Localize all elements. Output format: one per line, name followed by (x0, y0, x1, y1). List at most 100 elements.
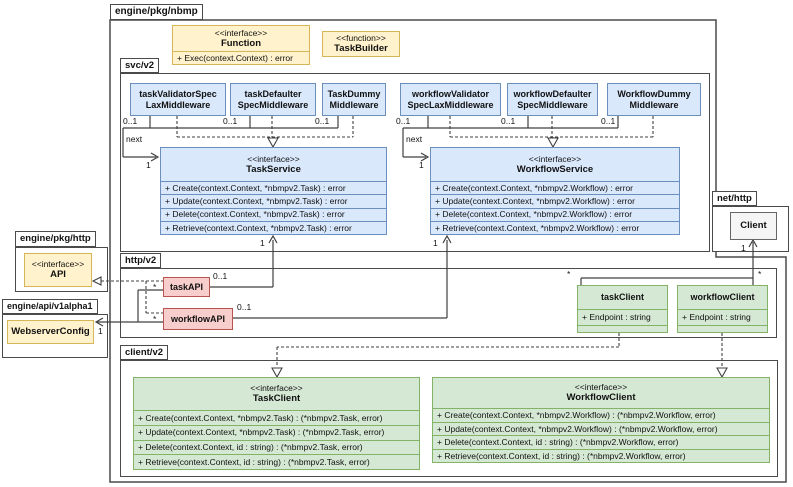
class-name-taskclient-struct: taskClient (600, 292, 644, 303)
multiplicity-1: 1 (146, 160, 151, 170)
class-task-dummy-middleware: TaskDummy Middleware (322, 83, 386, 116)
method-row: + Update(context.Context, *nbmpv2.Task) … (134, 424, 419, 440)
method-row: + Delete(context.Context, *nbmpv2.Workfl… (431, 207, 679, 221)
method-row: + Delete(context.Context, *nbmpv2.Task) … (161, 207, 386, 221)
stereotype-interface: <<interface>> (250, 383, 303, 394)
role-next: next (126, 134, 143, 144)
stereotype-interface: <<interface>> (214, 27, 268, 38)
multiplicity-1: 1 (98, 326, 103, 336)
mw-line: taskDefaulter (244, 88, 302, 99)
class-name-taskbuilder: TaskBuilder (334, 43, 388, 55)
method-row: + Delete(context.Context, id : string) :… (134, 439, 419, 455)
package-label-net-http: net/http (717, 192, 752, 204)
multiplicity-0-1: 0..1 (213, 271, 228, 281)
class-workflow-dummy-middleware: WorkflowDummy Middleware (607, 83, 701, 116)
package-tab-http-v2: http/v2 (120, 253, 162, 268)
method-row: + Create(context.Context, *nbmpv2.Task) … (134, 410, 419, 425)
package-tab-nbmp: engine/pkg/nbmp (110, 4, 203, 20)
class-workflow-validator-middleware: workflowValidator SpecLaxMiddleware (400, 83, 501, 116)
package-label-nbmp: engine/pkg/nbmp (115, 6, 198, 17)
multiplicity-0-1: 0..1 (223, 116, 238, 126)
class-name-taskservice: TaskService (246, 163, 301, 175)
package-label-client-v2: client/v2 (125, 346, 164, 358)
method-row: + Retrieve(context.Context, *nbmpv2.Task… (161, 220, 386, 234)
class-workflowapi: workflowAPI (163, 308, 233, 330)
class-workflowservice-header: <<interface>> WorkflowService (431, 148, 679, 181)
empty-compartment (678, 325, 767, 332)
mw-line: SpecMiddleware (517, 99, 588, 110)
class-name-function: Function (220, 37, 262, 49)
multiplicity-many: * (153, 314, 157, 324)
package-tab-engine-http: engine/pkg/http (15, 231, 96, 247)
multiplicity-0-1: 0..1 (396, 116, 411, 126)
class-task-validator-middleware: taskValidatorSpec LaxMiddleware (130, 83, 226, 116)
class-workflowclient-interface-header: <<interface>> WorkflowClient (433, 378, 769, 408)
stereotype-interface: <<interface>> (31, 259, 85, 270)
method-exec: + Exec(context.Context) : error (173, 51, 309, 64)
class-function-header: <<interface>> Function (173, 26, 309, 51)
class-name-taskclient-interface: TaskClient (252, 393, 301, 405)
mw-line: workflowDefaulter (513, 88, 592, 99)
class-webserverconfig: WebserverConfig (7, 320, 94, 344)
method-row: + Create(context.Context, *nbmpv2.Workfl… (433, 408, 769, 422)
multiplicity-0-1: 0..1 (315, 116, 330, 126)
package-label-engine-http: engine/pkg/http (20, 233, 91, 245)
package-label-api-v1alpha1: engine/api/v1alpha1 (7, 301, 93, 311)
class-workflowclient-struct-header: workflowClient (678, 286, 767, 309)
class-name-taskapi: taskAPI (169, 281, 204, 292)
package-tab-api-v1alpha1: engine/api/v1alpha1 (2, 299, 98, 314)
mw-line: workflowValidator (411, 88, 489, 99)
method-row: + Retrieve(context.Context, id : string)… (433, 448, 769, 463)
stereotype-interface: <<interface>> (574, 382, 628, 393)
class-name-webserverconfig: WebserverConfig (11, 326, 90, 338)
package-label-svc-v2: svc/v2 (125, 59, 155, 71)
method-row: + Update(context.Context, *nbmpv2.Task) … (161, 194, 386, 207)
class-taskservice: <<interface>> TaskService + Create(conte… (160, 147, 387, 235)
class-taskclient-interface-header: <<interface>> TaskClient (134, 378, 419, 410)
class-name-workflowclient-interface: WorkflowClient (566, 392, 636, 404)
method-row: + Update(context.Context, *nbmpv2.Workfl… (431, 194, 679, 207)
class-taskbuilder: <<function>> TaskBuilder (322, 31, 400, 57)
method-row: + Update(context.Context, *nbmpv2.Workfl… (433, 421, 769, 436)
class-workflowservice: <<interface>> WorkflowService + Create(c… (430, 147, 680, 235)
stereotype-function: <<function>> (336, 33, 386, 44)
mw-line: SpecLaxMiddleware (407, 99, 494, 110)
class-net-client: Client (730, 212, 777, 240)
class-task-defaulter-middleware: taskDefaulter SpecMiddleware (230, 83, 316, 116)
class-taskclient-interface: <<interface>> TaskClient + Create(contex… (133, 377, 420, 470)
multiplicity-1: 1 (260, 238, 265, 248)
class-taskclient-struct-header: taskClient (578, 286, 667, 309)
multiplicity-many: * (758, 269, 762, 279)
class-name-api: API (50, 269, 66, 281)
class-name-workflowapi: workflowAPI (170, 313, 225, 324)
class-taskclient-struct: taskClient + Endpoint : string (577, 285, 668, 333)
method-row: + Create(context.Context, *nbmpv2.Workfl… (431, 181, 679, 194)
mw-line: taskValidatorSpec (139, 88, 217, 99)
package-tab-net-http: net/http (712, 191, 757, 206)
multiplicity-many: * (567, 269, 571, 279)
stereotype-interface: <<interface>> (528, 153, 582, 164)
multiplicity-1: 1 (741, 243, 746, 253)
attr-endpoint: + Endpoint : string (678, 309, 767, 325)
multiplicity-1: 1 (433, 238, 438, 248)
multiplicity-1: 1 (419, 160, 424, 170)
class-taskservice-header: <<interface>> TaskService (161, 148, 386, 181)
class-workflowclient-struct: workflowClient + Endpoint : string (677, 285, 768, 333)
package-tab-svc-v2: svc/v2 (120, 58, 160, 73)
class-taskapi: taskAPI (163, 277, 210, 297)
multiplicity-0-1: 0..1 (237, 302, 252, 312)
mw-line: TaskDummy (327, 88, 381, 99)
class-name-workflowservice: WorkflowService (516, 163, 594, 175)
mw-line: Middleware (629, 99, 679, 110)
class-name-net-client: Client (740, 220, 767, 232)
attr-endpoint: + Endpoint : string (578, 309, 667, 325)
class-workflow-defaulter-middleware: workflowDefaulter SpecMiddleware (507, 83, 598, 116)
class-function: <<interface>> Function + Exec(context.Co… (172, 25, 310, 65)
empty-compartment (578, 325, 667, 332)
mw-line: LaxMiddleware (145, 99, 211, 110)
package-tab-client-v2: client/v2 (120, 345, 169, 360)
method-row: + Delete(context.Context, id : string) :… (433, 435, 769, 449)
mw-line: Middleware (329, 99, 379, 110)
multiplicity-many: * (153, 282, 157, 292)
